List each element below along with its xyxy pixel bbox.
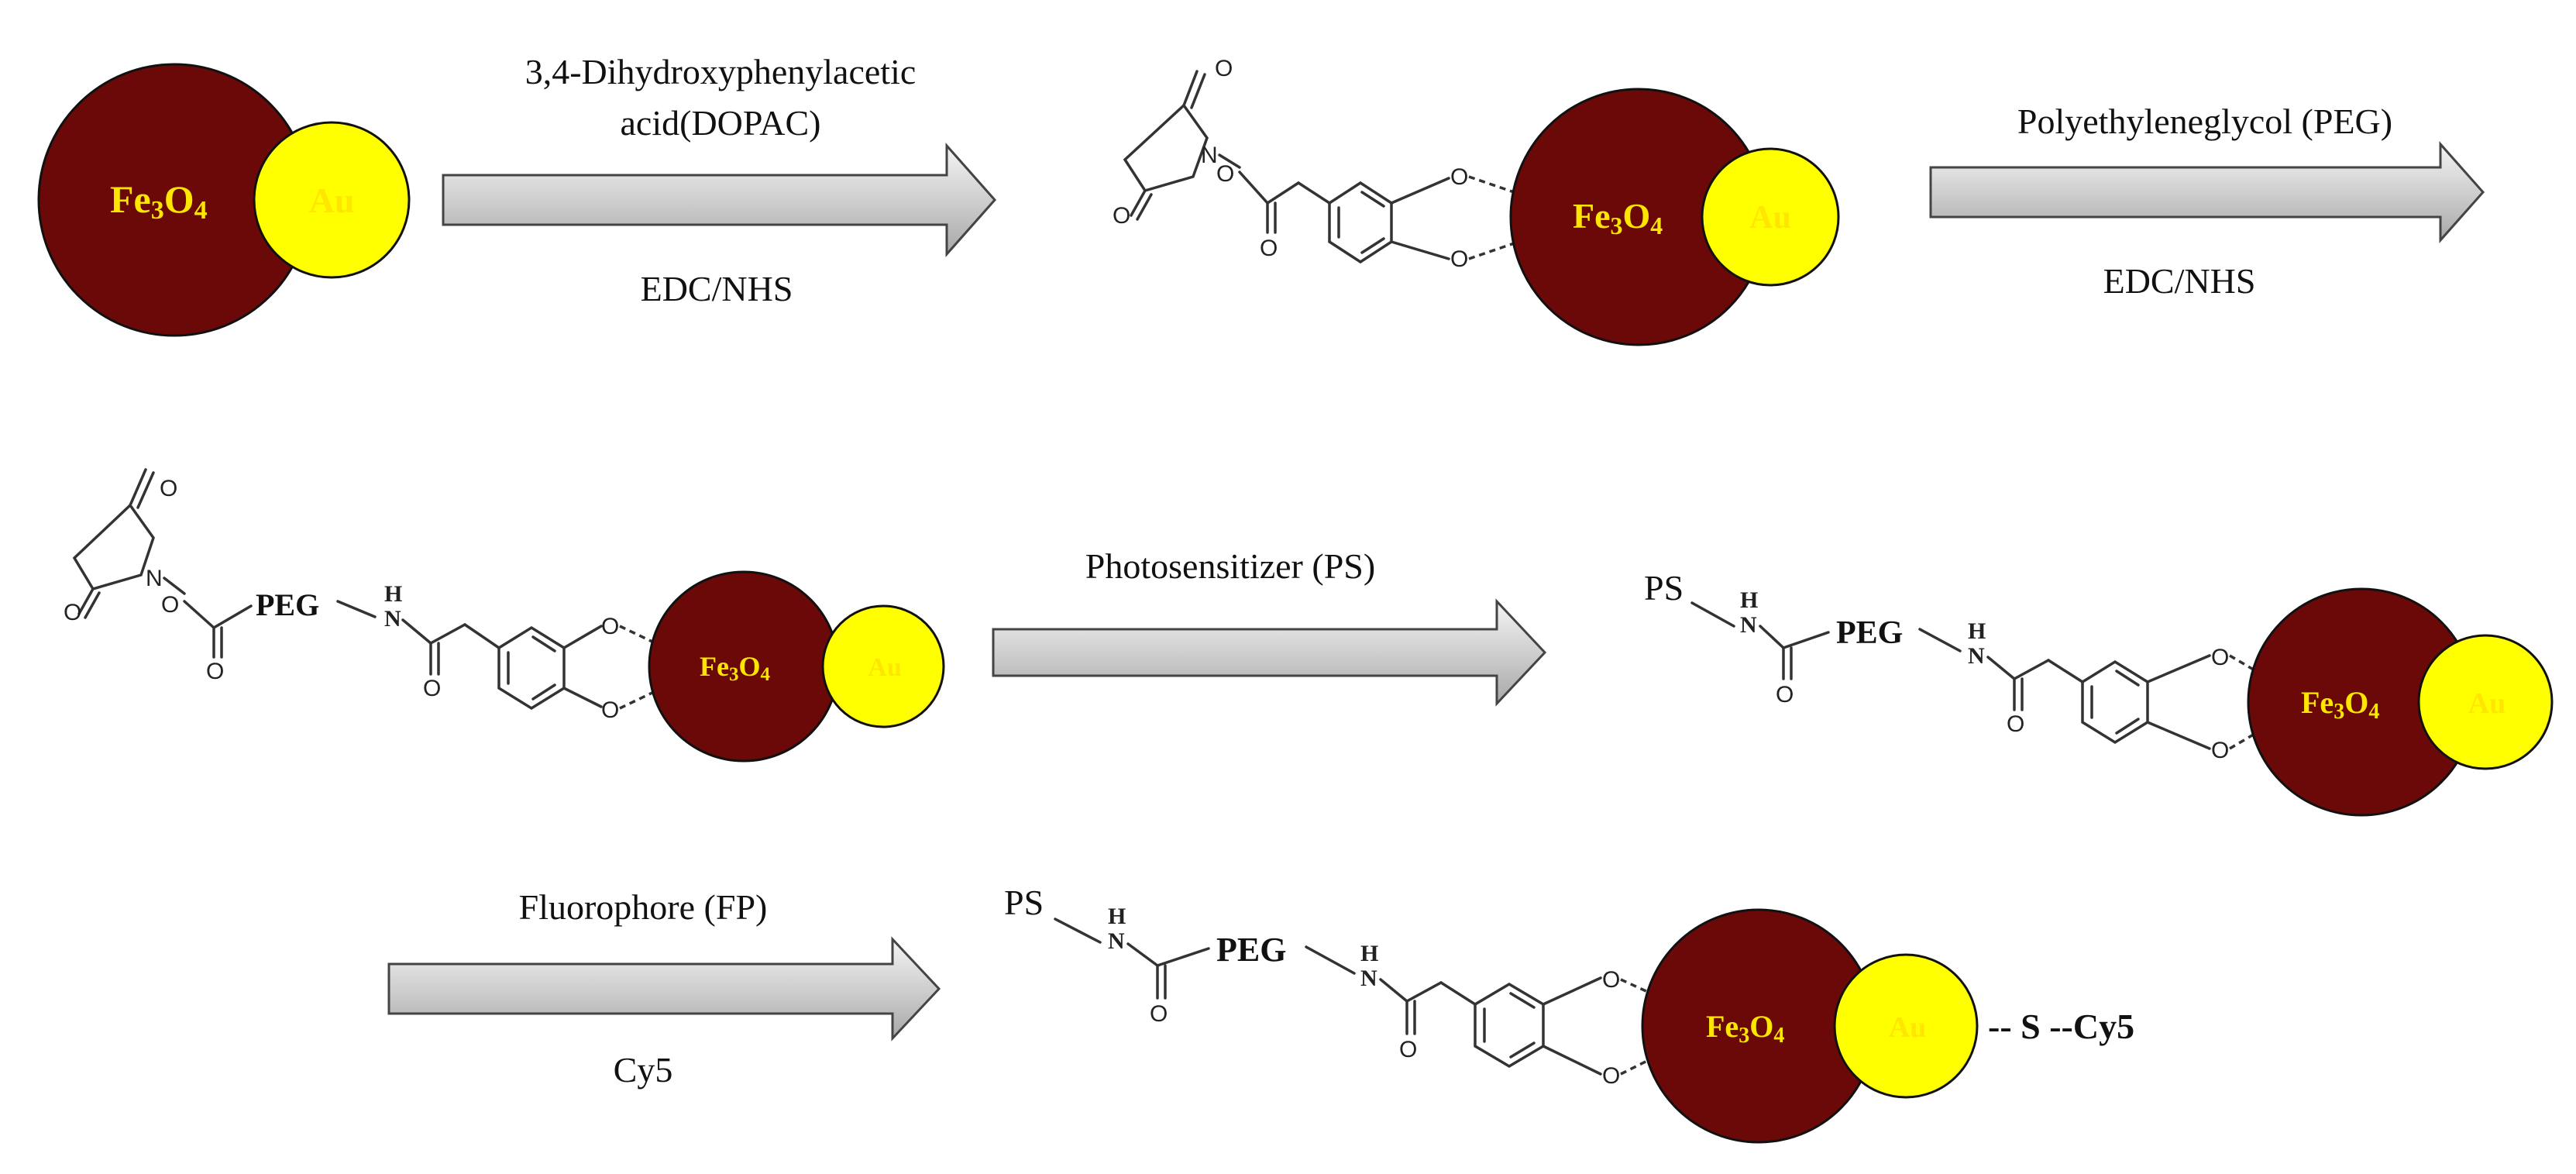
n-amide-2: N [1360, 966, 1377, 991]
au-shell [2417, 634, 2554, 770]
o-carbonyl-top: O [160, 476, 177, 501]
nanoparticle-cy5: Fe3O4 Au [1641, 908, 1979, 1144]
reaction-arrow-2 [1929, 141, 2485, 243]
n-atom: N [146, 566, 163, 591]
ps-label: PS [1644, 568, 1684, 608]
h-atom-2: H [1968, 618, 1986, 644]
o-acyl: O [206, 659, 224, 684]
cy5-linker-label: -- S --Cy5 [1988, 1007, 2134, 1046]
fe3o4-sub4: 4 [1650, 212, 1663, 239]
peg-label: PEG [1836, 615, 1903, 651]
step4-conditions: Cy5 [614, 1050, 673, 1090]
o-ester: O [1216, 161, 1234, 187]
fe3o4-sub3: 3 [1611, 212, 1623, 239]
n-amide: N [384, 606, 401, 632]
n-atom: N [1201, 143, 1218, 168]
au-shell [1833, 953, 1979, 1099]
fe3o4-o: O [1749, 1009, 1773, 1044]
o-catechol-1: O [601, 614, 619, 639]
o-amide-2: O [1399, 1037, 1417, 1062]
o-catechol-2: O [1450, 246, 1468, 272]
fe3o4-sub4: 4 [760, 664, 770, 685]
fe3o4-sub3: 3 [1739, 1024, 1749, 1048]
au-label: Au [868, 653, 901, 682]
n-amide-1: N [1108, 928, 1125, 954]
au-label: Au [1749, 200, 1791, 236]
h-atom: H [384, 581, 402, 607]
o-ester: O [161, 592, 179, 618]
ps-peg-dopac-cy5-molecule: PS H N O PEG H N O O O [1004, 883, 1659, 1089]
o-carbonyl-bottom: O [64, 600, 81, 625]
step1-reagent-line2: acid(DOPAC) [621, 103, 821, 143]
o-catechol-1: O [1450, 164, 1468, 190]
o-catechol-1: O [1602, 967, 1620, 993]
o-amide-1: O [1150, 1001, 1168, 1027]
au-label: Au [2468, 687, 2506, 720]
h-atom-1: H [1108, 904, 1126, 929]
step1-reagent-line1: 3,4-Dihydroxyphenylacetic [525, 52, 917, 91]
peg-label: PEG [256, 587, 319, 622]
o-catechol-1: O [2211, 645, 2229, 670]
au-shell [1701, 147, 1840, 287]
nanoparticle-start: Fe3O4 Au [37, 63, 411, 337]
o-amide-1: O [1776, 682, 1794, 707]
step3-reagent: Photosensitizer (PS) [1085, 546, 1375, 586]
o-amide-2: O [2007, 711, 2024, 737]
o-catechol-2: O [601, 697, 619, 723]
nanoparticle-ps: Fe3O4 Au [2247, 587, 2554, 817]
fe3o4-o: O [164, 177, 194, 221]
reaction-arrow-1 [442, 143, 997, 257]
au-shell [253, 121, 411, 279]
nhs-peg-dopac-molecule: O O N O O PEG H N O O O [64, 468, 656, 723]
fe3o4-o: O [1623, 196, 1651, 236]
ps-peg-dopac-molecule: PS H N O PEG H N O O O [1644, 568, 2257, 763]
o-catechol-2: O [1602, 1063, 1620, 1089]
fe3o4-sub3: 3 [729, 664, 739, 685]
step2-conditions: EDC/NHS [2103, 261, 2256, 301]
step2-reagent: Polyethyleneglycol (PEG) [2017, 102, 2392, 141]
au-label: Au [309, 181, 355, 220]
fe3o4-label: Fe3O4 [110, 177, 208, 225]
o-amide: O [423, 676, 441, 701]
fe3o4-o: O [2344, 685, 2368, 720]
fe3o4-sub4: 4 [194, 196, 208, 225]
ps-label: PS [1004, 883, 1044, 922]
o-acyl: O [1260, 236, 1278, 261]
fe3o4-sub3: 3 [2334, 700, 2344, 724]
fe3o4-sub4: 4 [2368, 700, 2379, 724]
fe3o4-sub3: 3 [151, 196, 164, 225]
au-shell [821, 604, 945, 728]
step1-conditions: EDC/NHS [641, 269, 793, 308]
nanoparticle-peg: Fe3O4 Au [648, 570, 945, 763]
fe3o4-sub4: 4 [1773, 1024, 1784, 1048]
reaction-arrow-4 [387, 936, 941, 1041]
o-carbonyl-top: O [1215, 56, 1233, 81]
nanoparticle-dopac: Fe3O4 Au [1509, 88, 1840, 346]
h-atom-2: H [1360, 941, 1378, 966]
fe3o4-o: O [738, 651, 760, 682]
n-amide-2: N [1968, 643, 1985, 669]
h-atom-1: H [1740, 587, 1758, 613]
o-catechol-2: O [2211, 738, 2229, 763]
peg-label: PEG [1216, 931, 1286, 969]
step4-reagent: Fluorophore (FP) [519, 887, 768, 927]
reaction-arrow-3 [992, 598, 1547, 707]
o-carbonyl-bottom: O [1113, 203, 1130, 229]
au-label: Au [1889, 1011, 1927, 1044]
nhs-dopac-molecule: O O N O O O O [1113, 56, 1519, 272]
n-amide-1: N [1740, 612, 1757, 638]
